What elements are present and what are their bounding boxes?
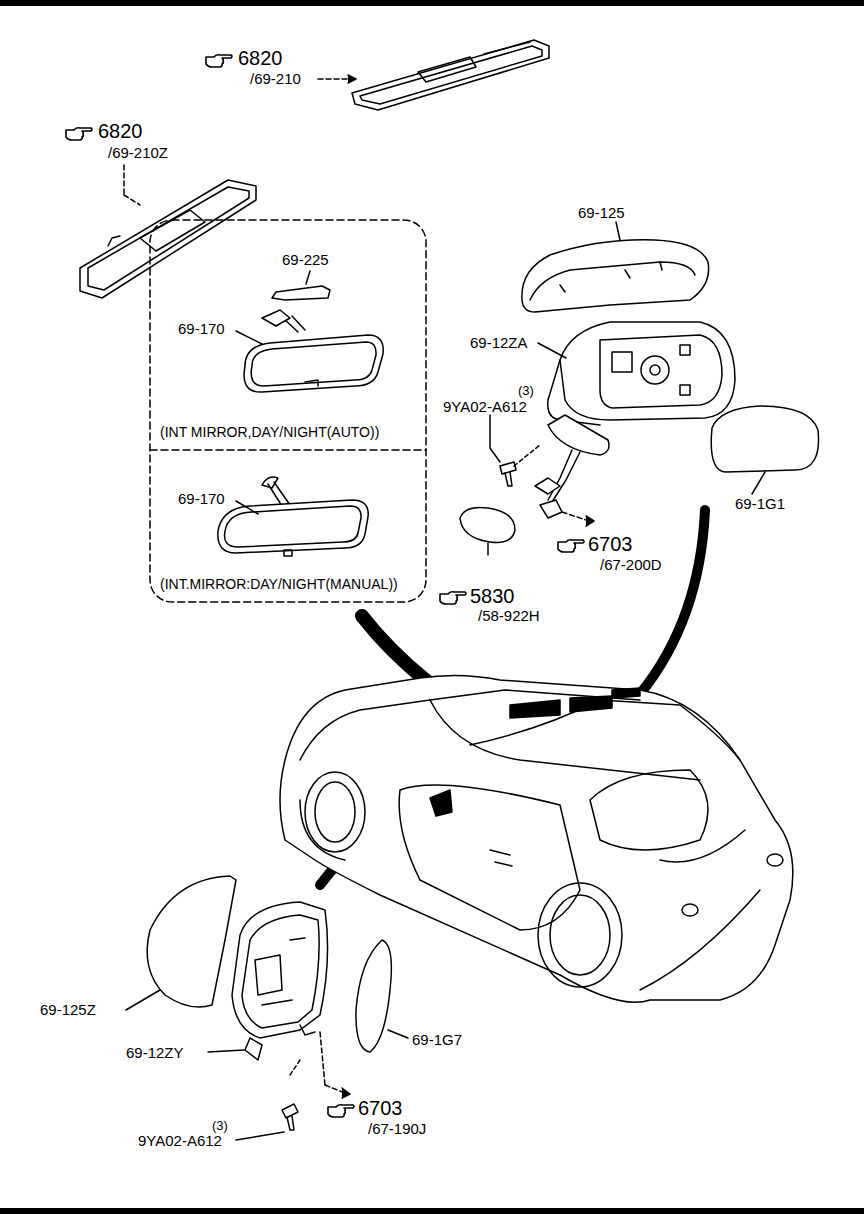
part-number: 69-170 <box>178 491 225 507</box>
part-number: 69-1G7 <box>412 1032 462 1048</box>
part-number: 69-12ZY <box>126 1045 184 1061</box>
part-number: 9YA02-A612 <box>138 1133 222 1149</box>
quantity: (3) <box>212 1119 228 1133</box>
part-number: 69-225 <box>282 252 329 268</box>
part-number: /69-210Z <box>108 145 168 161</box>
part-number: /69-210 <box>250 71 301 87</box>
part-number: /58-922H <box>478 608 540 624</box>
quantity: (3) <box>518 384 534 398</box>
part-number: 69-125Z <box>40 1002 96 1018</box>
reference-number: 5830 <box>470 586 515 607</box>
part-number: 69-170 <box>178 321 225 337</box>
variant-note: (INT MIRROR,DAY/NIGHT(AUTO)) <box>160 425 379 440</box>
reference-number: 6703 <box>588 534 633 555</box>
reference-number: 6703 <box>358 1098 403 1119</box>
reference-number: 6820 <box>98 121 143 142</box>
reference-number: 6820 <box>238 48 283 69</box>
part-number: /67-190J <box>368 1121 426 1137</box>
part-number: /67-200D <box>600 557 662 573</box>
part-number: 69-12ZA <box>470 335 528 351</box>
part-number: 69-1G1 <box>735 496 785 512</box>
part-number: 69-125 <box>578 205 625 221</box>
variant-note: (INT.MIRROR:DAY/NIGHT(MANUAL)) <box>160 577 398 592</box>
part-number: 9YA02-A612 <box>443 399 527 415</box>
